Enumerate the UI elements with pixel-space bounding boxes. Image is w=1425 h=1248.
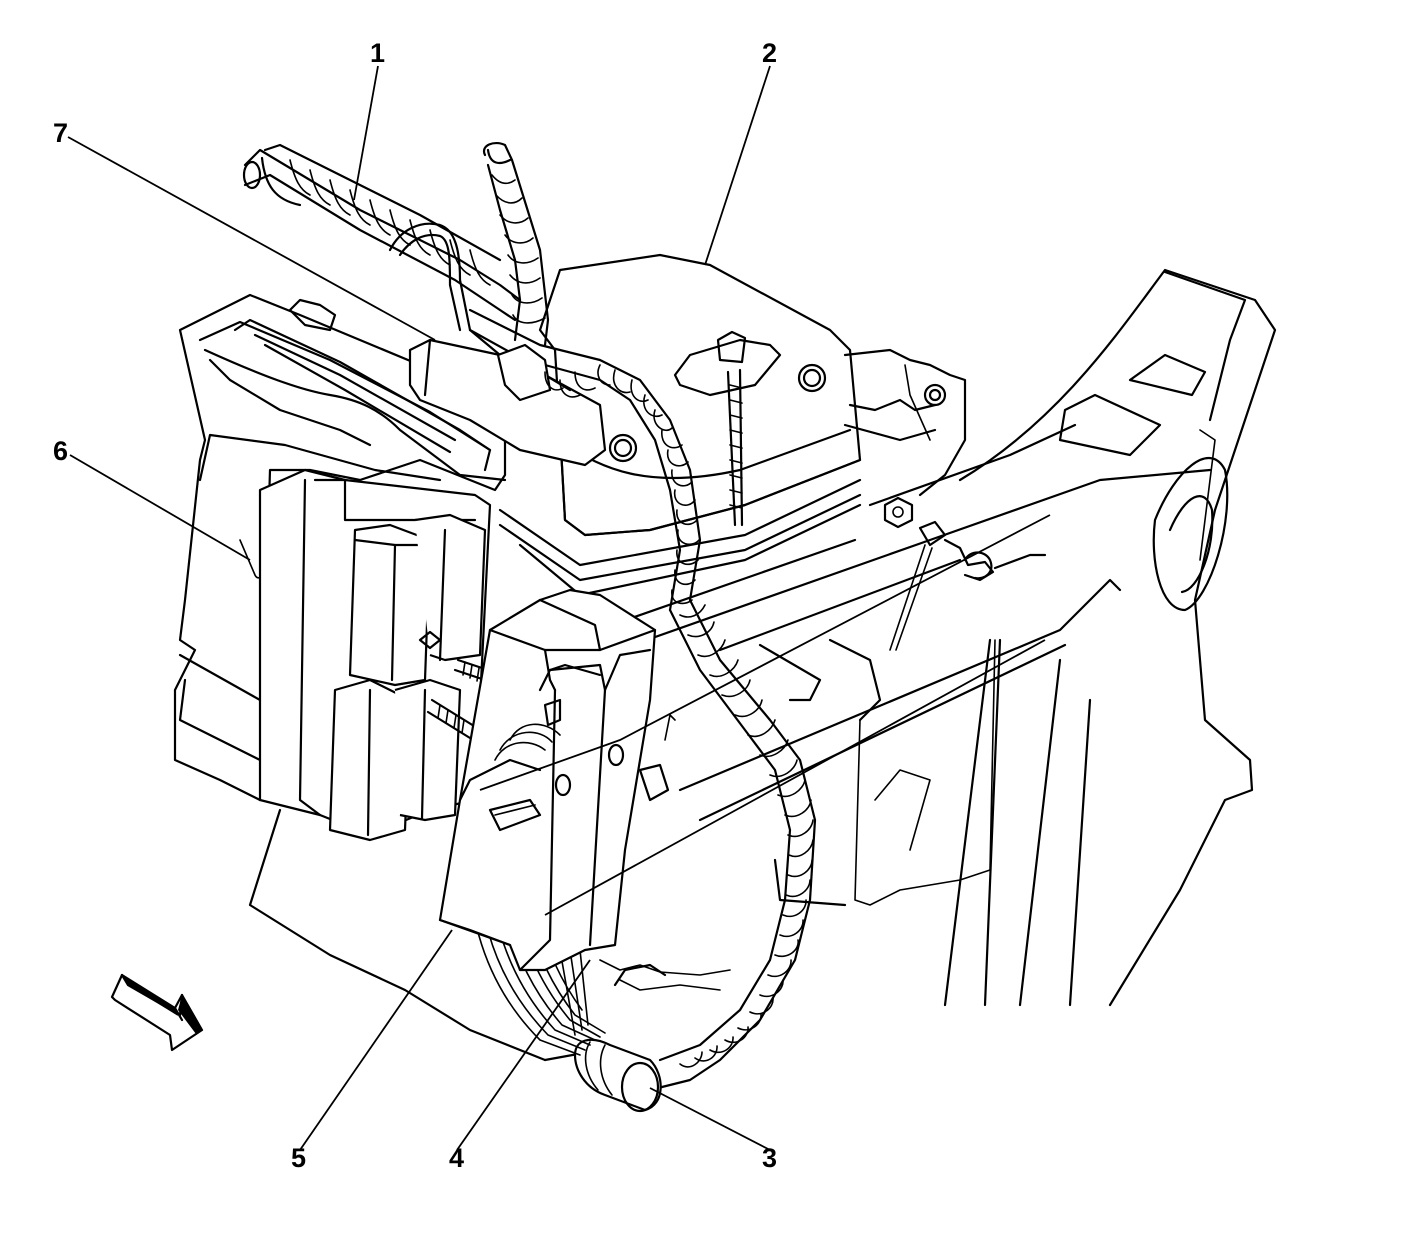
ground-fasteners: [883, 496, 1047, 651]
callout-3: 3: [762, 1143, 778, 1173]
module-item-6: [173, 293, 507, 842]
leader-6: [69, 454, 251, 561]
fuse-box-item-2: [498, 253, 967, 597]
callout-7: 7: [53, 118, 69, 148]
callout-2: 2: [762, 38, 778, 68]
leader-4: [456, 959, 591, 1151]
fender-panel: [868, 268, 1277, 1007]
leader-5: [299, 929, 453, 1151]
leader-2: [704, 65, 771, 266]
callout-1: 1: [370, 38, 386, 68]
leader-3: [649, 1087, 771, 1151]
callout-4: 4: [449, 1143, 465, 1173]
connector-item-5: [438, 588, 676, 972]
callout-6: 6: [53, 436, 69, 466]
direction-arrow-icon: [110, 973, 204, 1052]
callout-5: 5: [291, 1143, 307, 1173]
leader-lines: [67, 65, 1051, 1151]
leader-1: [353, 65, 379, 201]
harness-cover-item-7: [242, 141, 702, 612]
leader-7: [67, 136, 436, 341]
